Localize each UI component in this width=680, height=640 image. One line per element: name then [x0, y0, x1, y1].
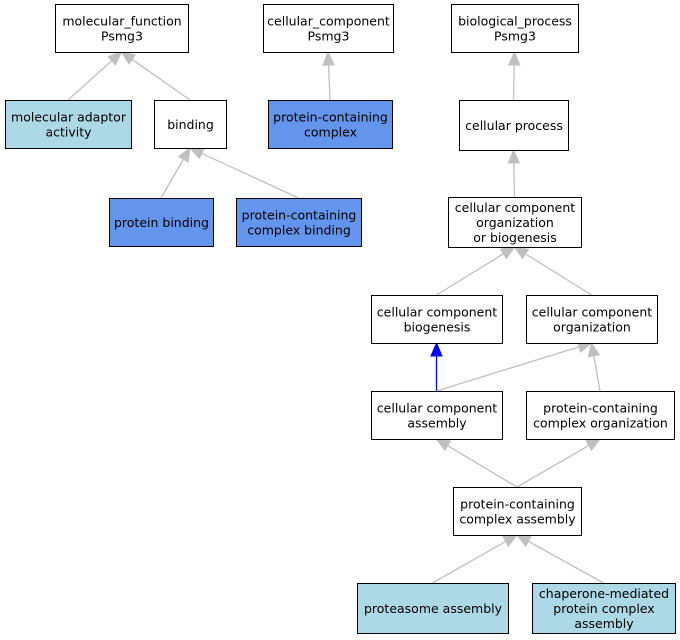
node-box [268, 100, 393, 149]
arrowhead-icon [322, 50, 335, 66]
node-label-line: organization [476, 215, 554, 230]
node-label-line: or biogenesis [473, 230, 557, 245]
node-label-line: protein complex [553, 601, 654, 616]
node-box [357, 583, 509, 634]
node-box [453, 487, 582, 536]
arrowhead-icon [507, 148, 521, 164]
node-label-line: cellular component [455, 200, 575, 215]
node-box [451, 4, 579, 53]
node-label-line: complex [304, 125, 357, 140]
node-pa[interactable]: proteasome assembly [357, 583, 509, 634]
arrowhead-icon [507, 50, 521, 66]
edge-pa-to-pcca [432, 534, 519, 584]
edge-pccb-to-bind [188, 147, 299, 199]
arrowhead-icon [499, 246, 516, 260]
node-bind[interactable]: binding [154, 100, 227, 149]
node-box [263, 4, 394, 53]
node-box [154, 100, 227, 149]
arrowhead-icon [515, 534, 532, 548]
node-box [5, 100, 132, 149]
arrowhead-icon [120, 51, 137, 65]
edge-mad-to-mf [67, 51, 123, 101]
node-label-line: activity [45, 125, 92, 140]
node-label-line: organization [553, 320, 631, 335]
node-label-line: Psmg3 [101, 29, 143, 44]
edge-cco-to-ccob [513, 246, 592, 296]
node-box [236, 198, 362, 247]
node-label-line: chaperone-mediated [539, 586, 669, 601]
node-label-line: biological_process [458, 14, 572, 29]
edge-ccob-to-cp [507, 148, 521, 198]
arrowhead-icon [513, 246, 530, 260]
node-box [526, 391, 675, 440]
node-label-line: complex binding [247, 223, 351, 238]
node-box [459, 100, 569, 151]
node-label-line: cellular component [377, 401, 497, 416]
arrowhead-icon [107, 51, 123, 66]
edge-ccb-to-ccob [436, 246, 516, 296]
node-box [532, 583, 676, 634]
node-label-line: molecular_function [62, 14, 181, 29]
node-box [371, 295, 503, 344]
node-label-line: assembly [407, 416, 467, 431]
node-box [526, 295, 658, 344]
node-box [371, 391, 503, 440]
arrowhead-icon [585, 438, 602, 452]
edge-pcca-to-cca [435, 438, 518, 488]
node-label-line: Psmg3 [494, 29, 536, 44]
edge-pcco-to-cco [587, 341, 601, 392]
node-label-line: cellular_component [267, 14, 390, 29]
arrowhead-icon [587, 341, 601, 358]
node-label-line: binding [167, 117, 214, 132]
edge-cca-to-ccb [430, 341, 443, 391]
node-label-line: cellular component [377, 305, 497, 320]
node-label-line: cellular component [532, 305, 652, 320]
node-label-line: protein-containing [543, 401, 658, 416]
edge-cp-to-bp [507, 50, 521, 101]
node-label-line: Psmg3 [308, 29, 350, 44]
arrowhead-icon [430, 341, 443, 357]
node-box [109, 198, 214, 247]
node-label-line: biogenesis [404, 320, 471, 335]
node-pb[interactable]: protein binding [109, 198, 214, 247]
node-label-line: assembly [574, 616, 634, 631]
edge-pcc-to-cc [322, 50, 335, 101]
arrowhead-icon [502, 534, 519, 548]
node-box [55, 4, 189, 53]
edge-pcca-to-pcco [516, 438, 602, 488]
node-label-line: protein-containing [273, 110, 388, 125]
arrowhead-icon [435, 438, 452, 452]
node-label-line: complex organization [533, 416, 668, 431]
node-label-line: proteasome assembly [364, 601, 503, 616]
edge-bind-to-mf [120, 51, 191, 101]
arrowhead-icon [177, 146, 191, 163]
edge-cca-to-cco [436, 341, 593, 392]
nodes-layer: molecular_functionPsmg3cellular_componen… [5, 4, 676, 634]
node-cp[interactable]: cellular process [459, 100, 569, 151]
node-box [448, 197, 582, 248]
node-label-line: cellular process [465, 118, 563, 133]
arrowhead-icon [188, 147, 205, 160]
node-label-line: protein-containing [460, 497, 575, 512]
edge-pb-to-bind [160, 146, 191, 199]
node-label-line: molecular adaptor [11, 110, 127, 125]
node-label-line: protein-containing [242, 208, 357, 223]
node-label-line: complex assembly [459, 512, 576, 527]
node-label-line: protein binding [114, 215, 209, 230]
edge-cmpca-to-pcca [515, 534, 604, 584]
